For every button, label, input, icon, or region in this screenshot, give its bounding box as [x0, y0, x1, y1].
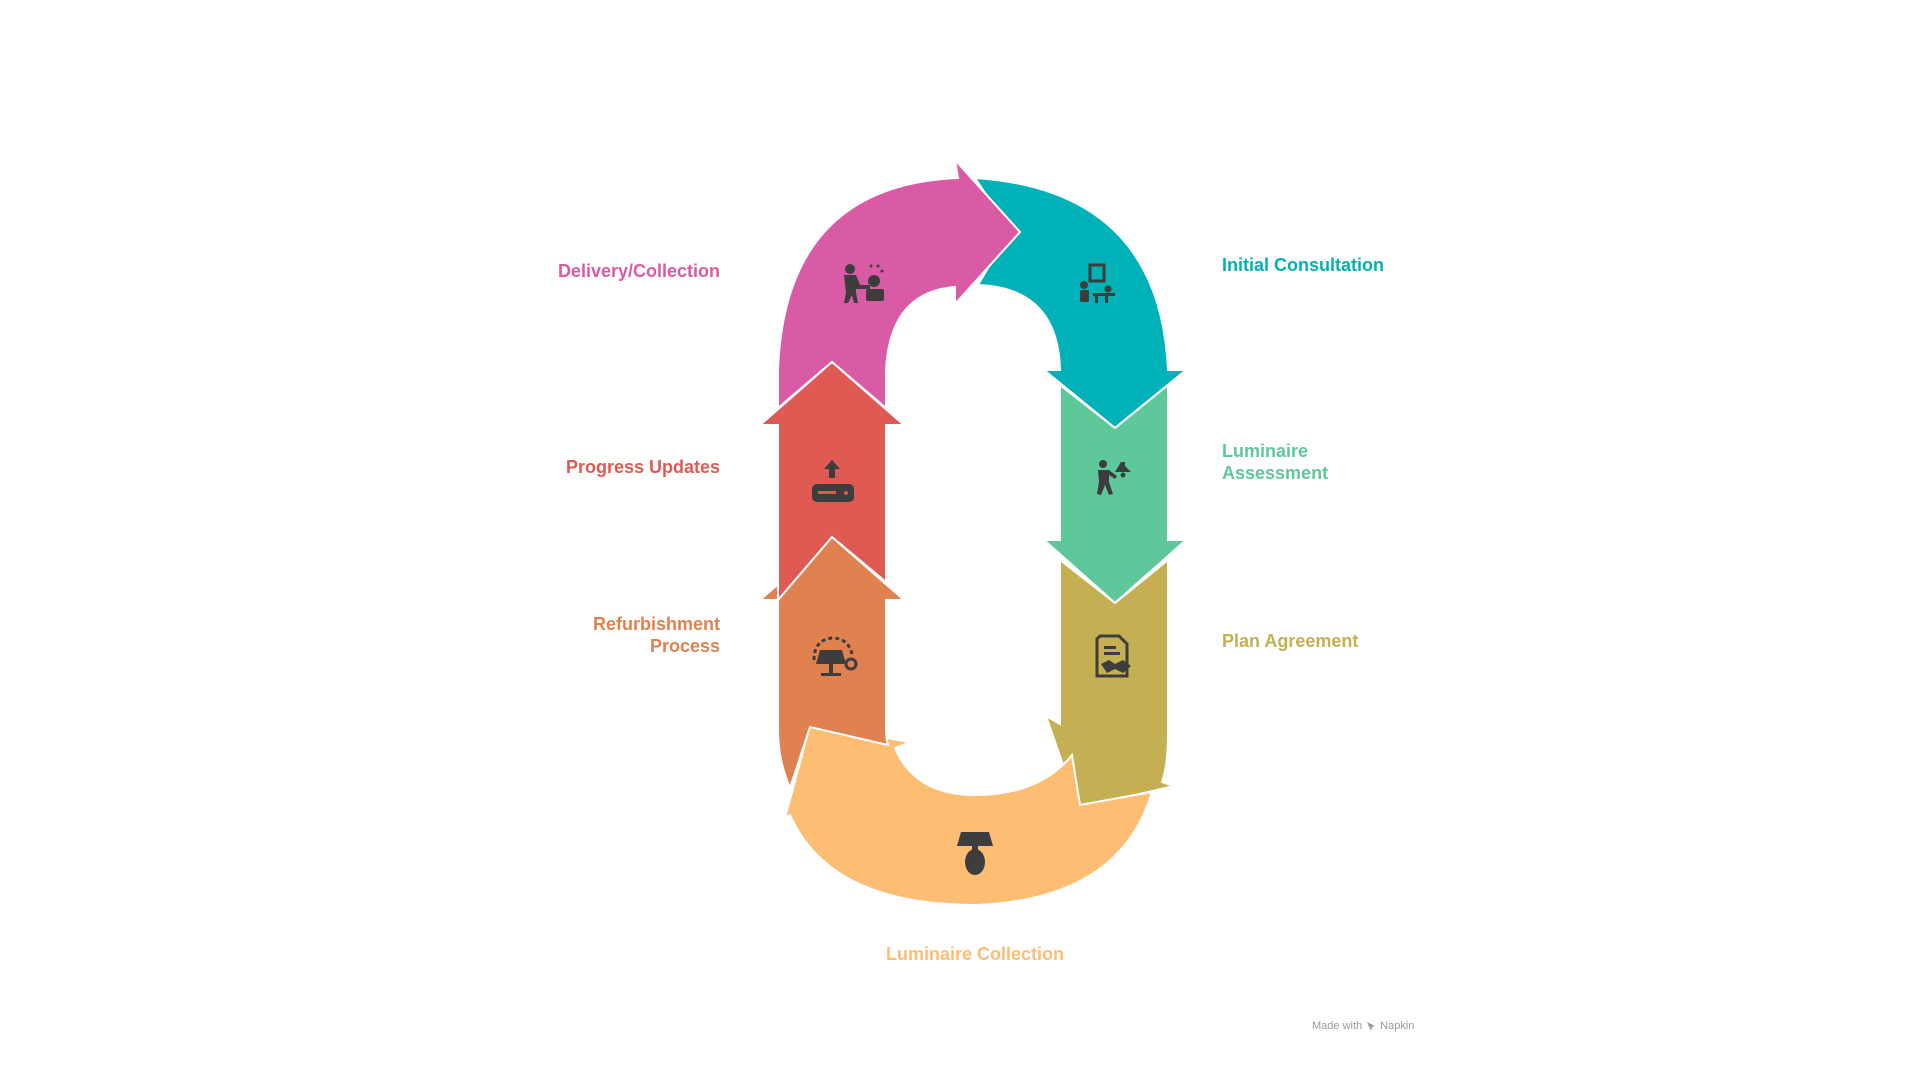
- made-with-napkin: Made with Napkin: [1312, 1020, 1414, 1032]
- segment-delivery-collection: [777, 156, 1022, 411]
- label-progress-updates: Progress Updates: [565, 457, 720, 477]
- label-luminaire-collection: Luminaire Collection: [885, 944, 1065, 964]
- refurbish-icon: [812, 636, 858, 676]
- segment-luminaire-collection: [783, 723, 1154, 907]
- delivery-icon: [844, 264, 884, 303]
- label-delivery-collection: Delivery/Collection: [557, 261, 720, 281]
- upload-icon: [812, 460, 854, 502]
- label-initial-consultation: Initial Consultation: [1222, 255, 1384, 275]
- segment-luminaire-assessment: [1041, 382, 1189, 605]
- label-luminaire-assessment: Luminaire Assessment: [1222, 441, 1329, 483]
- lamp-icon: [957, 832, 993, 875]
- napkin-logo-icon: [1367, 1021, 1376, 1031]
- consultation-icon: [1080, 263, 1115, 303]
- assessment-icon: [1097, 460, 1131, 495]
- made-with-text: Made with: [1312, 1020, 1363, 1032]
- napkin-brand-text: Napkin: [1380, 1020, 1415, 1032]
- segment-progress-updates: [757, 360, 907, 603]
- agreement-icon: [1095, 634, 1131, 678]
- label-refurbishment-process: Refurbishment Process: [592, 614, 720, 656]
- segment-initial-consultation: [973, 176, 1189, 430]
- label-plan-agreement: Plan Agreement: [1222, 631, 1359, 651]
